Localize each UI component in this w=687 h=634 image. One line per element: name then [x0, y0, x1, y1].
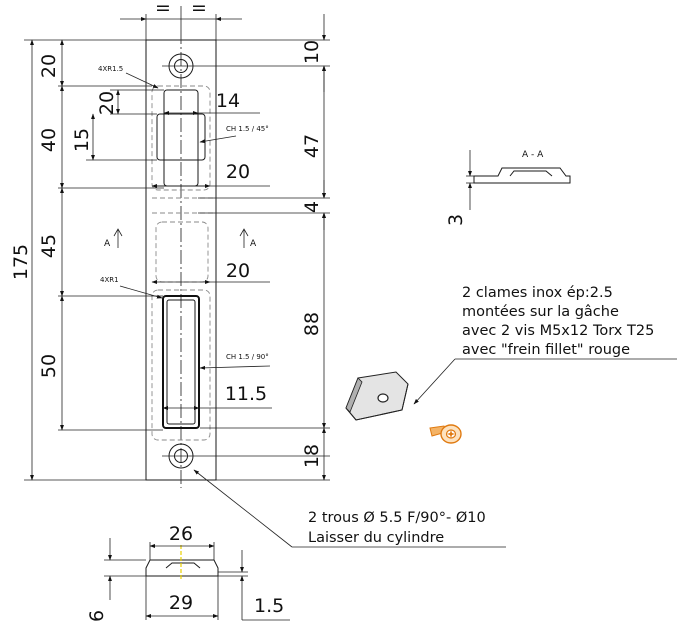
note-clamps-line3: avec 2 vis M5x12 Torx T25: [462, 323, 654, 339]
note-clamps-line2: montées sur la gâche: [462, 304, 619, 320]
dim-10: 10: [301, 40, 323, 64]
label-4xr1: 4XR1: [100, 276, 119, 284]
label-chamfer-90: CH 1.5 / 90°: [226, 353, 269, 361]
dim-3: 3: [445, 214, 467, 226]
dim-18: 18: [301, 444, 323, 468]
dim-20-upper: 20: [226, 161, 250, 183]
section-a-a-view: A - A 3: [445, 150, 571, 226]
dim-45: 45: [38, 234, 60, 258]
bottom-screw-hole: [162, 443, 200, 469]
dim-50: 50: [38, 354, 60, 378]
dim-4: 4: [301, 201, 323, 213]
dim-1-5: 1.5: [254, 595, 284, 617]
torx-screw: [429, 424, 462, 444]
horizontal-width-dimensions: 14 20 20 11.5: [151, 90, 272, 410]
holes-note: 2 trous Ø 5.5 F/90°- Ø10 Laisser du cyli…: [193, 469, 506, 548]
dim-20-slot: 20: [96, 91, 118, 115]
dim-20-lower: 20: [226, 260, 250, 282]
clamp-note: 2 clames inox ép:2.5 montées sur la gâch…: [413, 285, 677, 405]
dim-14: 14: [216, 90, 240, 112]
dim-6: 6: [86, 610, 108, 622]
dim-eq-left: =: [155, 0, 171, 19]
note-clamps-line4: avec "frein fillet" rouge: [462, 342, 630, 358]
section-a-left: A: [104, 239, 111, 249]
lower-slot: [151, 289, 211, 441]
dim-175: 175: [10, 244, 32, 280]
dim-15: 15: [71, 128, 93, 152]
dim-40: 40: [38, 128, 60, 152]
overall-height-dimension: 175: [10, 39, 146, 481]
label-chamfer-45: CH 1.5 / 45°: [226, 125, 269, 133]
label-4xr1-5: 4XR1.5: [98, 65, 123, 73]
clamp-part: [345, 371, 409, 421]
dim-11-5: 11.5: [225, 383, 267, 405]
left-chain-dimensions: 20 40 45 50: [38, 39, 164, 431]
section-a-right: A: [250, 239, 257, 249]
dim-29: 29: [169, 592, 193, 614]
note-clamps-line1: 2 clames inox ép:2.5: [462, 285, 613, 301]
section-marks: A A: [104, 228, 257, 249]
dim-26: 26: [169, 523, 193, 545]
dim-47: 47: [301, 134, 323, 158]
dim-20-top: 20: [38, 54, 60, 78]
dim-88: 88: [301, 312, 323, 336]
feature-callouts: 4XR1.5 CH 1.5 / 45° 4XR1 CH 1.5 / 90°: [98, 65, 271, 370]
right-chain-dimensions: 10 47 4 88 18: [198, 14, 330, 481]
top-width-dimension: = =: [120, 0, 242, 40]
top-screw-hole: [162, 53, 200, 79]
bottom-profile-view: 26 29 6 1.5: [86, 523, 290, 622]
note-holes-line1: 2 trous Ø 5.5 F/90°- Ø10: [308, 510, 486, 526]
section-aa-title: A - A: [522, 150, 544, 160]
strike-plate-front-view: [145, 30, 217, 488]
note-holes-line2: Laisser du cylindre: [308, 530, 444, 546]
dim-eq-right: =: [191, 0, 207, 19]
slot-inner-dimensions: 20 15: [71, 89, 164, 161]
